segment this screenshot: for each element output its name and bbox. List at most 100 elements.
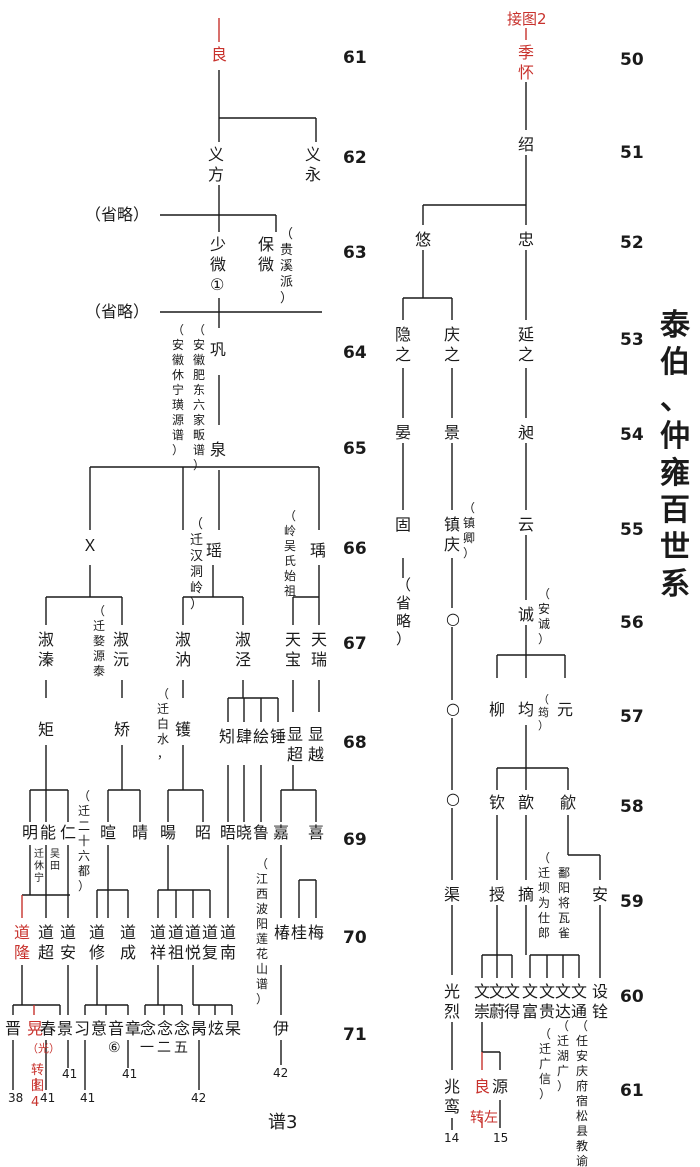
chart-title: 泰 伯 、 仲 雍 百 世 系	[660, 308, 691, 602]
ref-page: 41	[62, 1067, 77, 1081]
svg-text:（: （	[190, 517, 203, 532]
gen-num: 67	[343, 634, 367, 654]
note-huguang: （迁湖广）	[557, 1019, 569, 1093]
node-wende: 文得	[504, 982, 520, 1021]
svg-text:诚: 诚	[538, 617, 550, 631]
svg-text:县: 县	[576, 1124, 588, 1138]
ref-page: 41	[122, 1067, 137, 1081]
svg-text:白: 白	[157, 716, 169, 731]
svg-text:道: 道	[14, 923, 30, 942]
node-shen: 昶	[518, 423, 534, 442]
svg-text:道: 道	[202, 923, 218, 942]
svg-text:道: 道	[220, 923, 236, 942]
node-xuan71: 炫	[208, 1019, 224, 1038]
node-daocheng: 道成	[120, 923, 136, 962]
svg-text:安: 安	[538, 601, 550, 616]
node-daozu: 道祖	[168, 923, 184, 962]
svg-text:）: ）	[557, 1079, 569, 1093]
svg-text:花: 花	[256, 946, 268, 961]
svg-text:水: 水	[157, 732, 169, 746]
node-you: 悠	[415, 230, 431, 249]
node-chun: 椿	[274, 923, 290, 942]
node-daoxiu: 道修	[89, 923, 105, 962]
svg-text:始: 始	[284, 569, 296, 583]
node-ming: 明	[22, 823, 38, 842]
svg-text:汉: 汉	[190, 549, 203, 564]
svg-text:筠: 筠	[538, 705, 549, 719]
node-shuqin: 淑溱	[38, 630, 54, 669]
svg-text:松: 松	[576, 1109, 588, 1123]
right-tree-lines	[402, 28, 601, 1130]
svg-text:道: 道	[38, 923, 54, 942]
node-jing: 景	[444, 423, 460, 442]
right-tree-nodes: 接图2 季怀 绍 悠 忠 隐之 庆之 延之 晏 景 昶 固 镇庆 （镇卿） 云 …	[395, 10, 608, 1167]
gen-num: 63	[343, 243, 367, 263]
node-xin: 歆	[518, 793, 534, 812]
gen-num: 60	[620, 987, 644, 1007]
svg-text:肥: 肥	[193, 368, 205, 382]
svg-text:）: ）	[78, 879, 90, 893]
left-tree-nodes: 良 义方 义永 （省略） 少微① 保微 （贵溪派） （省略） 巩 （安徽肥东六家…	[5, 45, 327, 1110]
svg-text:道: 道	[89, 923, 105, 942]
note-guangxin: （迁广信）	[539, 1027, 551, 1101]
svg-text:（: （	[78, 789, 90, 803]
svg-text:淑: 淑	[175, 630, 191, 649]
node-gong: 巩	[210, 340, 226, 359]
note-guixi: （贵溪派）	[280, 227, 293, 306]
ref-page: 38	[8, 1091, 23, 1105]
svg-text:崇: 崇	[474, 1002, 490, 1021]
gen-num: 52	[620, 233, 644, 253]
svg-text:淑: 淑	[113, 630, 129, 649]
nian-sub: 五	[174, 1040, 188, 1056]
node-xi: 喜	[308, 823, 324, 842]
svg-text:瓦: 瓦	[558, 911, 570, 925]
node-daoan: 道安	[60, 923, 76, 962]
svg-text:婺: 婺	[93, 633, 105, 648]
svg-text:文: 文	[504, 982, 520, 1001]
svg-text:复: 复	[202, 943, 218, 962]
gen-num: 51	[620, 143, 644, 163]
svg-text:）: ）	[172, 443, 184, 457]
svg-text:休: 休	[172, 368, 184, 382]
svg-text:泰: 泰	[93, 664, 105, 678]
title-char: 百	[660, 493, 690, 528]
node-mei: 梅	[308, 923, 324, 942]
node-wenchong: 文崇	[474, 982, 490, 1021]
node-cheng: 诚	[518, 605, 534, 624]
gen-num: 57	[620, 707, 644, 727]
ref-jietu2: 接图2	[507, 10, 547, 28]
svg-text:道: 道	[60, 923, 76, 942]
svg-text:隆: 隆	[14, 943, 30, 962]
node-xianchao: 显超	[287, 725, 303, 764]
svg-text:设: 设	[592, 982, 608, 1001]
svg-text:波: 波	[256, 902, 268, 916]
node-shaowei: 少微①	[210, 235, 226, 294]
svg-text:迁: 迁	[539, 1042, 551, 1056]
svg-text:）: ）	[280, 291, 293, 306]
title-char: 系	[660, 567, 690, 602]
gen-num: 62	[343, 148, 367, 168]
svg-text:天: 天	[311, 630, 327, 649]
node-wenwei: 文蔚	[489, 982, 505, 1021]
svg-text:（: （	[157, 687, 169, 701]
node-omit: （省略）	[85, 302, 149, 321]
gen-num: 55	[620, 520, 644, 540]
svg-text:谕: 谕	[576, 1153, 588, 1167]
svg-text:超: 超	[287, 745, 303, 764]
ref-page: 15	[493, 1131, 508, 1145]
right-generation-column: 50 51 52 53 54 55 56 57 58 59 60 61	[620, 50, 644, 1101]
svg-text:教: 教	[576, 1138, 588, 1153]
node-rui: 瑀	[310, 541, 326, 560]
svg-text:（: （	[280, 227, 293, 242]
gen-num: 56	[620, 613, 644, 633]
svg-text:悦: 悦	[185, 943, 201, 962]
svg-text:）: ）	[190, 597, 203, 612]
svg-text:瑞: 瑞	[311, 650, 327, 669]
svg-text:）: ）	[539, 1087, 551, 1101]
svg-text:图: 图	[31, 1079, 44, 1094]
page-label: 谱3	[268, 1112, 297, 1133]
svg-text:迁: 迁	[93, 619, 105, 633]
title-char: 泰	[660, 308, 691, 343]
